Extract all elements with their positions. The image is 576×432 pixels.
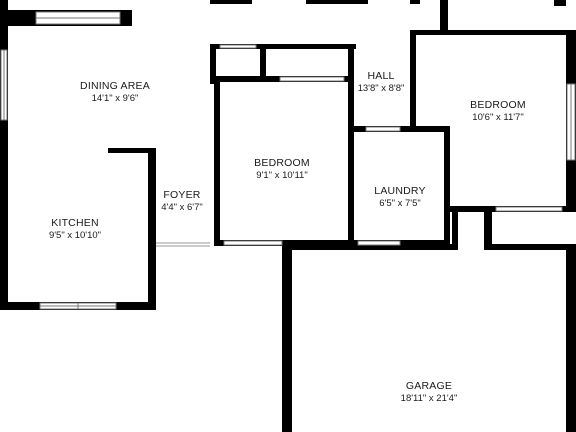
- wall-closet-top: [210, 44, 356, 49]
- wall-garage-top-right: [486, 244, 576, 250]
- opening-hall-top: [365, 126, 401, 132]
- wall-top-right-stub: [554, 0, 566, 6]
- wall-laundry-right: [444, 126, 450, 246]
- label-foyer-dims: 4'4" x 6'7": [161, 202, 203, 213]
- wall-left-outer: [0, 36, 8, 310]
- label-garage-name: GARAGE: [406, 380, 452, 392]
- label-bedroom-right-dims: 10'6" x 11'7": [472, 112, 523, 123]
- wall-garage-notch-right: [484, 206, 492, 250]
- label-laundry-name: LAUNDRY: [374, 185, 425, 197]
- window-bedroom-right-bottom: [495, 206, 563, 212]
- wall-garage-top: [282, 244, 456, 250]
- label-garage-dims: 18'11" x 21'4": [401, 393, 458, 404]
- label-laundry-dims: 6'5" x 7'5": [379, 198, 421, 209]
- label-kitchen-name: KITCHEN: [51, 217, 99, 229]
- wall-garage-right: [566, 244, 576, 432]
- label-bedroom-center-name: BEDROOM: [254, 157, 310, 169]
- label-foyer-name: FOYER: [163, 189, 200, 201]
- label-dining-name: DINING AREA: [80, 80, 150, 92]
- opening-laundry-bottom: [357, 240, 401, 246]
- wall-kitchen-right: [148, 148, 156, 308]
- label-bedroom-right-name: BEDROOM: [470, 99, 526, 111]
- wall-kitchen-stub: [108, 148, 152, 153]
- opening-closet-bottom: [279, 76, 345, 82]
- wall-garage-notch-top: [452, 206, 488, 212]
- wall-top-stub-2: [306, 0, 368, 4]
- wall-closet-right: [348, 44, 354, 124]
- wall-top-stub-3: [410, 0, 420, 4]
- window-bedroom-bottom: [223, 240, 283, 246]
- wall-bedroom-bottom: [214, 240, 354, 246]
- door-thresholds: [156, 242, 210, 247]
- label-hall-name: HALL: [367, 70, 394, 82]
- wall-top-right-closet-floor: [410, 30, 566, 35]
- wall-closet-divider: [260, 44, 266, 80]
- wall-top-stub-1: [210, 0, 252, 4]
- wall-bedroom-right: [348, 124, 354, 246]
- label-dining-dims: 14'1" x 9'6": [92, 93, 139, 104]
- label-hall-dims: 13'8" x 8'8": [358, 83, 405, 94]
- room-labels: DINING AREA 14'1" x 9'6" HALL 13'8" x 8'…: [49, 70, 526, 404]
- wall-bedroom-right-left: [410, 30, 416, 130]
- window-mullions: [3, 17, 572, 309]
- label-bedroom-center-dims: 9'1" x 10'11": [256, 170, 307, 181]
- wall-garage-left: [282, 244, 292, 432]
- wall-bedroom-left: [214, 82, 220, 246]
- wall-top-left: [0, 0, 8, 36]
- wall-top-right-closet: [440, 0, 448, 34]
- wall-garage-notch-left: [452, 206, 458, 250]
- label-kitchen-dims: 9'5" x 10'10": [49, 230, 101, 241]
- wall-closet-left: [210, 44, 216, 84]
- window-closet-top: [219, 44, 257, 49]
